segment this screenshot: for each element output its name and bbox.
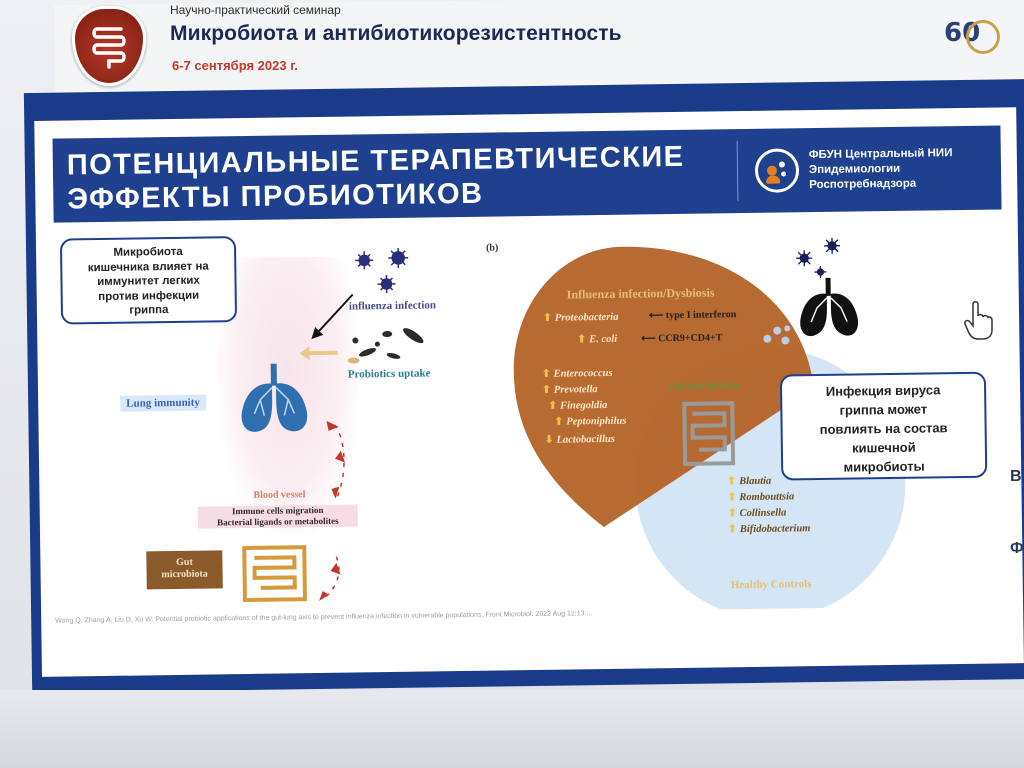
callout-left-line-2: кишечника влияет на — [87, 260, 209, 274]
left-arrow-icon: ⟵ — [648, 310, 666, 322]
dysbiosis-sector — [513, 246, 815, 528]
intestine-right-icon — [682, 401, 736, 466]
infection-arrow-icon — [311, 293, 354, 340]
bact-prevotella: ⬆Prevotella — [542, 383, 598, 396]
increase-arrow-icon: ⬆ — [727, 524, 737, 536]
lungs-icon — [241, 363, 308, 432]
immune-line-2: Bacterial ligands or metabolites — [217, 515, 339, 528]
label-gut-microbiota: Gut microbiota — [667, 379, 741, 393]
decrease-arrow-icon: ⬇ — [544, 434, 554, 446]
lungs-infected-icon — [796, 237, 858, 337]
bact-enterococcus: ⬆Enterococcus — [542, 367, 613, 380]
slide-header: ПОТЕНЦИАЛЬНЫЕ ТЕРАПЕВТИЧЕСКИЕ ЭФФЕКТЫ ПР… — [52, 125, 1002, 223]
seminar-dates: 6-7 сентября 2023 г. — [172, 58, 298, 73]
label-immune-migration: Immune cells migration Bacterial ligands… — [197, 504, 358, 529]
mech-type1-interferon: ⟵ type I interferon — [649, 309, 736, 321]
intestine-icon — [92, 27, 126, 69]
slide-frame: ПОТЕНЦИАЛЬНЫЕ ТЕРАПЕВТИЧЕСКИЕ ЭФФЕКТЫ ПР… — [23, 78, 1024, 694]
hand-cursor-icon — [964, 301, 993, 340]
increase-arrow-icon: ⬆ — [577, 334, 587, 346]
anniversary-logo: 60 — [944, 18, 1024, 54]
callout-right-line-5: микробиоты — [843, 458, 925, 475]
slide: ПОТЕНЦИАЛЬНЫЕ ТЕРАПЕВТИЧЕСКИЕ ЭФФЕКТЫ ПР… — [34, 107, 1024, 677]
bact-bifidobacterium-label: Bifidobacterium — [739, 523, 811, 536]
anniversary-ring-icon — [966, 20, 1000, 54]
bact-collinsella: ⬆Collinsella — [728, 506, 787, 519]
bact-proteobacteria: ⬆Proteobacteria — [543, 311, 619, 324]
bact-lactobacillus: ⬇Lactobacillus — [545, 433, 615, 446]
increase-arrow-icon: ⬆ — [541, 368, 551, 380]
bact-blautia-label: Blautia — [739, 475, 772, 488]
seminar-logo — [72, 6, 146, 86]
mech-type1-label: type I interferon — [665, 309, 737, 322]
bact-enterococcus-label: Enterococcus — [553, 367, 613, 380]
label-influenza-infection: influenza infection — [348, 299, 437, 313]
bact-ecoli-label: E. coli — [589, 333, 618, 346]
mech-ccr9: ⟵ CCR9+CD4+T — [641, 332, 722, 344]
intestine-left-icon — [242, 545, 307, 603]
increase-arrow-icon: ⬆ — [727, 476, 737, 488]
bact-ecoli: ⬆E. coli — [577, 333, 617, 346]
bact-blautia: ⬆Blautia — [727, 475, 771, 488]
bact-collinsella-label: Collinsella — [739, 507, 787, 520]
bact-bifidobacterium: ⬆Bifidobacterium — [728, 522, 811, 535]
offscreen-letter-v: B — [1010, 468, 1022, 485]
dysbiosis-title: Influenza infection/Dysbiosis — [566, 285, 715, 302]
fbun-logo-icon — [754, 148, 800, 193]
bact-rombouttsia-label: Rombouttsia — [739, 491, 795, 504]
callout-left-line-5: гриппа — [129, 304, 169, 317]
monitor-bezel — [0, 690, 1024, 768]
gut-box-line-1: Gut — [176, 556, 193, 568]
increase-arrow-icon: ⬆ — [541, 384, 551, 396]
increase-arrow-icon: ⬆ — [548, 400, 558, 412]
influenza-virus-icon — [355, 247, 409, 294]
label-probiotics-uptake: Probiotics uptake — [347, 367, 431, 381]
increase-arrow-icon: ⬆ — [727, 492, 737, 504]
probiotics-arrow-icon — [299, 346, 338, 361]
increase-arrow-icon: ⬆ — [542, 312, 552, 324]
cells-dots-icon — [763, 325, 791, 345]
bact-rombouttsia: ⬆Rombouttsia — [727, 490, 795, 504]
callout-flu-gut: Инфекция вируса гриппа может повлиять на… — [779, 371, 988, 481]
label-blood-vessel: Blood vessel — [253, 489, 306, 501]
offscreen-letter-f: Ф — [1010, 540, 1024, 557]
blood-vessel-arrows-icon — [318, 420, 346, 602]
callout-gut-lung: Микробиота кишечника влияет на иммунитет… — [59, 236, 238, 325]
bact-peptoniphilus: ⬆Peptoniphilus — [554, 415, 626, 428]
left-arrow-icon: ⟵ — [641, 333, 659, 345]
mech-ccr9-label: CCR9+CD4+T — [658, 332, 723, 345]
organization-name: ФБУН Центральный НИИ Эпидемиологии Роспо… — [809, 145, 1000, 193]
gut-box-line-2: microbiota — [161, 568, 208, 581]
bact-prevotella-label: Prevotella — [553, 384, 598, 396]
bact-lactobacillus-label: Lactobacillus — [556, 433, 615, 446]
label-healthy-controls: Healthy Controls — [730, 578, 812, 592]
bact-finegoldia-label: Finegoldia — [560, 399, 608, 412]
seminar-title: Микробиота и антибиотикорезистентность — [170, 22, 622, 45]
probiotics-icon — [347, 328, 424, 364]
bact-proteobacteria-label: Proteobacteria — [554, 311, 619, 324]
header-divider — [736, 141, 739, 202]
org-line-3: Роспотребнадзора — [809, 177, 917, 192]
slide-title: ПОТЕНЦИАЛЬНЫЕ ТЕРАПЕВТИЧЕСКИЕ ЭФФЕКТЫ ПР… — [67, 140, 708, 217]
bact-finegoldia: ⬆Finegoldia — [548, 399, 607, 412]
gut-microbiota-box: Gut microbiota — [146, 550, 223, 590]
label-lung-immunity: Lung immunity — [120, 394, 206, 412]
increase-arrow-icon: ⬆ — [554, 416, 564, 428]
seminar-subtitle: Научно-практический семинар — [170, 3, 341, 17]
bact-peptoniphilus-label: Peptoniphilus — [566, 415, 627, 428]
increase-arrow-icon: ⬆ — [727, 508, 737, 520]
